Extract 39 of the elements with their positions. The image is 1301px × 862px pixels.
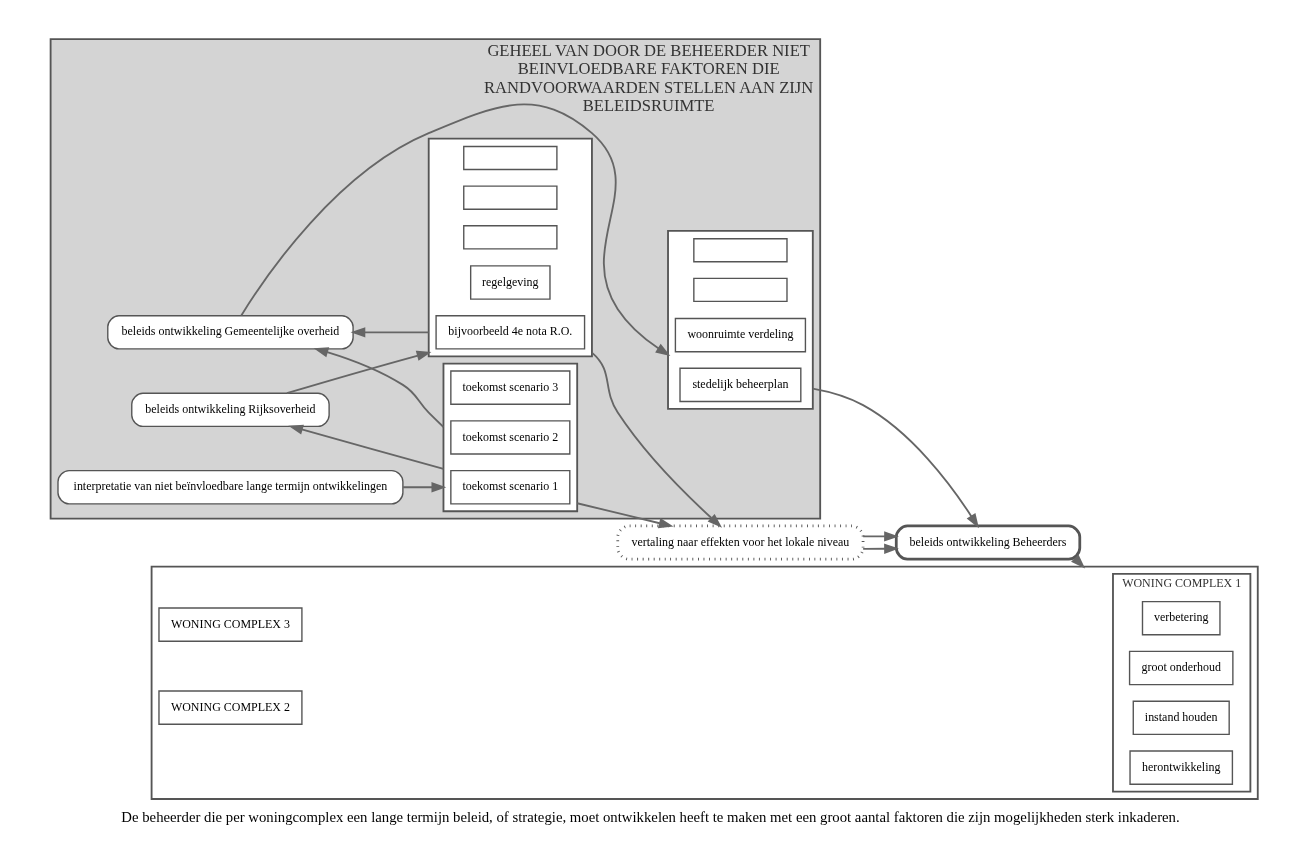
arrow (591, 351, 723, 528)
node-box: toekomst scenario 2 (450, 420, 571, 455)
node-box: WONING COMPLEX 3 (158, 607, 303, 642)
node-box: beleids ontwikkeling Rijksoverheid (131, 392, 330, 428)
node-box: woonruimte verdeling (674, 317, 807, 353)
cluster (667, 229, 814, 410)
node-box (693, 277, 788, 303)
arrow (862, 531, 899, 542)
node-box: beleids ontwikkeling Gemeentelijke overheid (107, 315, 354, 350)
cluster (442, 362, 579, 513)
arrow (402, 482, 447, 493)
arrow (350, 327, 430, 338)
node-box: WONING COMPLEX 2 (158, 690, 303, 725)
node-box: toekomst scenario 3 (450, 370, 571, 405)
node-box: groot onderhoud (1128, 650, 1234, 686)
arrow (811, 387, 979, 529)
node-box (463, 185, 558, 210)
cluster (427, 137, 593, 358)
arrow (576, 502, 674, 529)
node-box (463, 145, 558, 171)
arrow (862, 543, 899, 554)
arrow (240, 103, 671, 356)
arrow (1071, 554, 1086, 569)
node-box: bijvoorbeeld 4e nota R.O. (435, 315, 586, 350)
node-box: regelgeving (470, 265, 551, 300)
node-box: herontwikkeling (1129, 750, 1234, 785)
node-box: interpretatie van niet beïnvloedbare lange termijn ontwikkelingen (57, 469, 404, 505)
node-box (693, 238, 788, 263)
arrow (286, 350, 432, 395)
caption: De beheerder die per woningcomplex een lange termijn beleid, of strategie, moet ontwikkelen heeft te maken met een groot aantal faktoren die zijn mogelijkheden sterk inkaderen. (121, 808, 1180, 825)
node-box (463, 225, 558, 250)
node-box: instand houden (1132, 700, 1230, 736)
node-box: toekomst scenario 1 (450, 469, 571, 505)
node-box: vertaling naar effekten voor het lokale niveau (616, 524, 865, 561)
node-box: verbetering (1141, 600, 1221, 636)
node-box: stedelijk beheerplan (679, 367, 802, 403)
arrow (313, 347, 445, 428)
cluster (150, 565, 1259, 800)
arrow (288, 424, 445, 470)
